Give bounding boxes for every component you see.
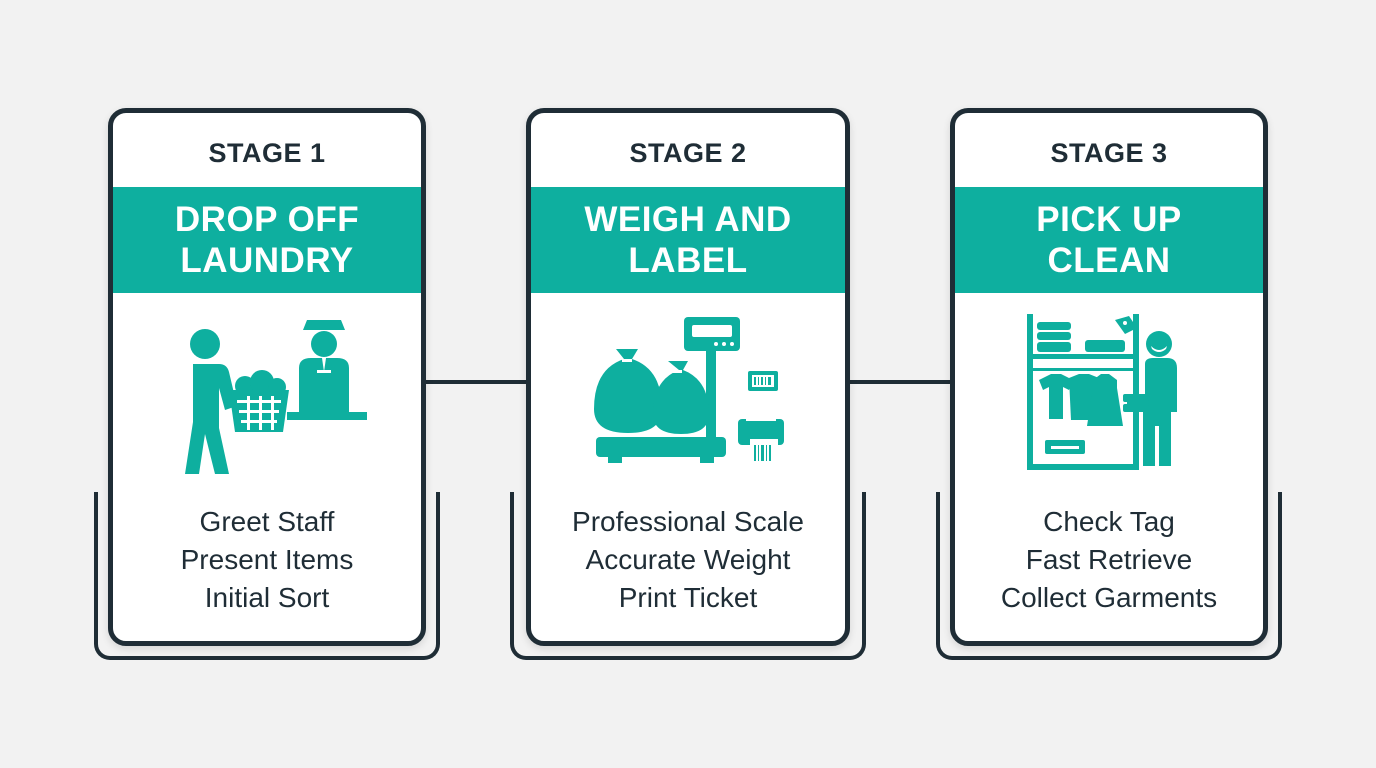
stage-title-line: DROP OFF (174, 200, 360, 239)
step-item: Initial Sort (204, 582, 330, 613)
step-item: Check Tag (1043, 506, 1175, 537)
stage-steps: Check Tag Fast Retrieve Collect Garments (955, 493, 1263, 617)
stage-steps: Greet Staff Present Items Initial Sort (113, 493, 421, 617)
card-base-bracket-2 (510, 492, 866, 660)
stage-title-band: WEIGH AND LABEL (531, 187, 845, 293)
laundry-drop-off-icon (113, 293, 421, 493)
connector-2-3 (848, 380, 954, 384)
stage-title-band: PICK UP CLEAN (955, 187, 1263, 293)
stage-title-line: WEIGH AND (584, 200, 792, 239)
garment-pickup-icon (955, 293, 1263, 493)
stage-card-2: STAGE 2 WEIGH AND LABEL (526, 108, 850, 646)
step-item: Present Items (180, 544, 354, 575)
scale-and-label-icon (531, 293, 845, 493)
stage-title-band: DROP OFF LAUNDRY (113, 187, 421, 293)
card-base-bracket-1 (94, 492, 440, 660)
stage-steps: Professional Scale Accurate Weight Print… (531, 493, 845, 617)
stage-label: STAGE 2 (629, 137, 747, 168)
step-item: Accurate Weight (585, 544, 791, 575)
stage-title-line: LABEL (628, 241, 748, 280)
step-item: Greet Staff (199, 506, 335, 537)
step-item: Print Ticket (618, 582, 758, 613)
card-base-bracket-3 (936, 492, 1282, 660)
step-item: Collect Garments (1000, 582, 1218, 613)
step-item: Fast Retrieve (1025, 544, 1193, 575)
step-item: Professional Scale (572, 506, 804, 537)
stage-card-1: STAGE 1 DROP OFF LAUNDRY (108, 108, 426, 646)
stage-title-line: CLEAN (1047, 241, 1171, 280)
stage-title-line: PICK UP (1036, 200, 1182, 239)
stage-label: STAGE 3 (1050, 137, 1168, 168)
stage-title-line: LAUNDRY (180, 241, 354, 280)
stage-card-3: STAGE 3 PICK UP CLEAN (950, 108, 1268, 646)
stage-label: STAGE 1 (208, 137, 326, 168)
connector-1-2 (424, 380, 528, 384)
